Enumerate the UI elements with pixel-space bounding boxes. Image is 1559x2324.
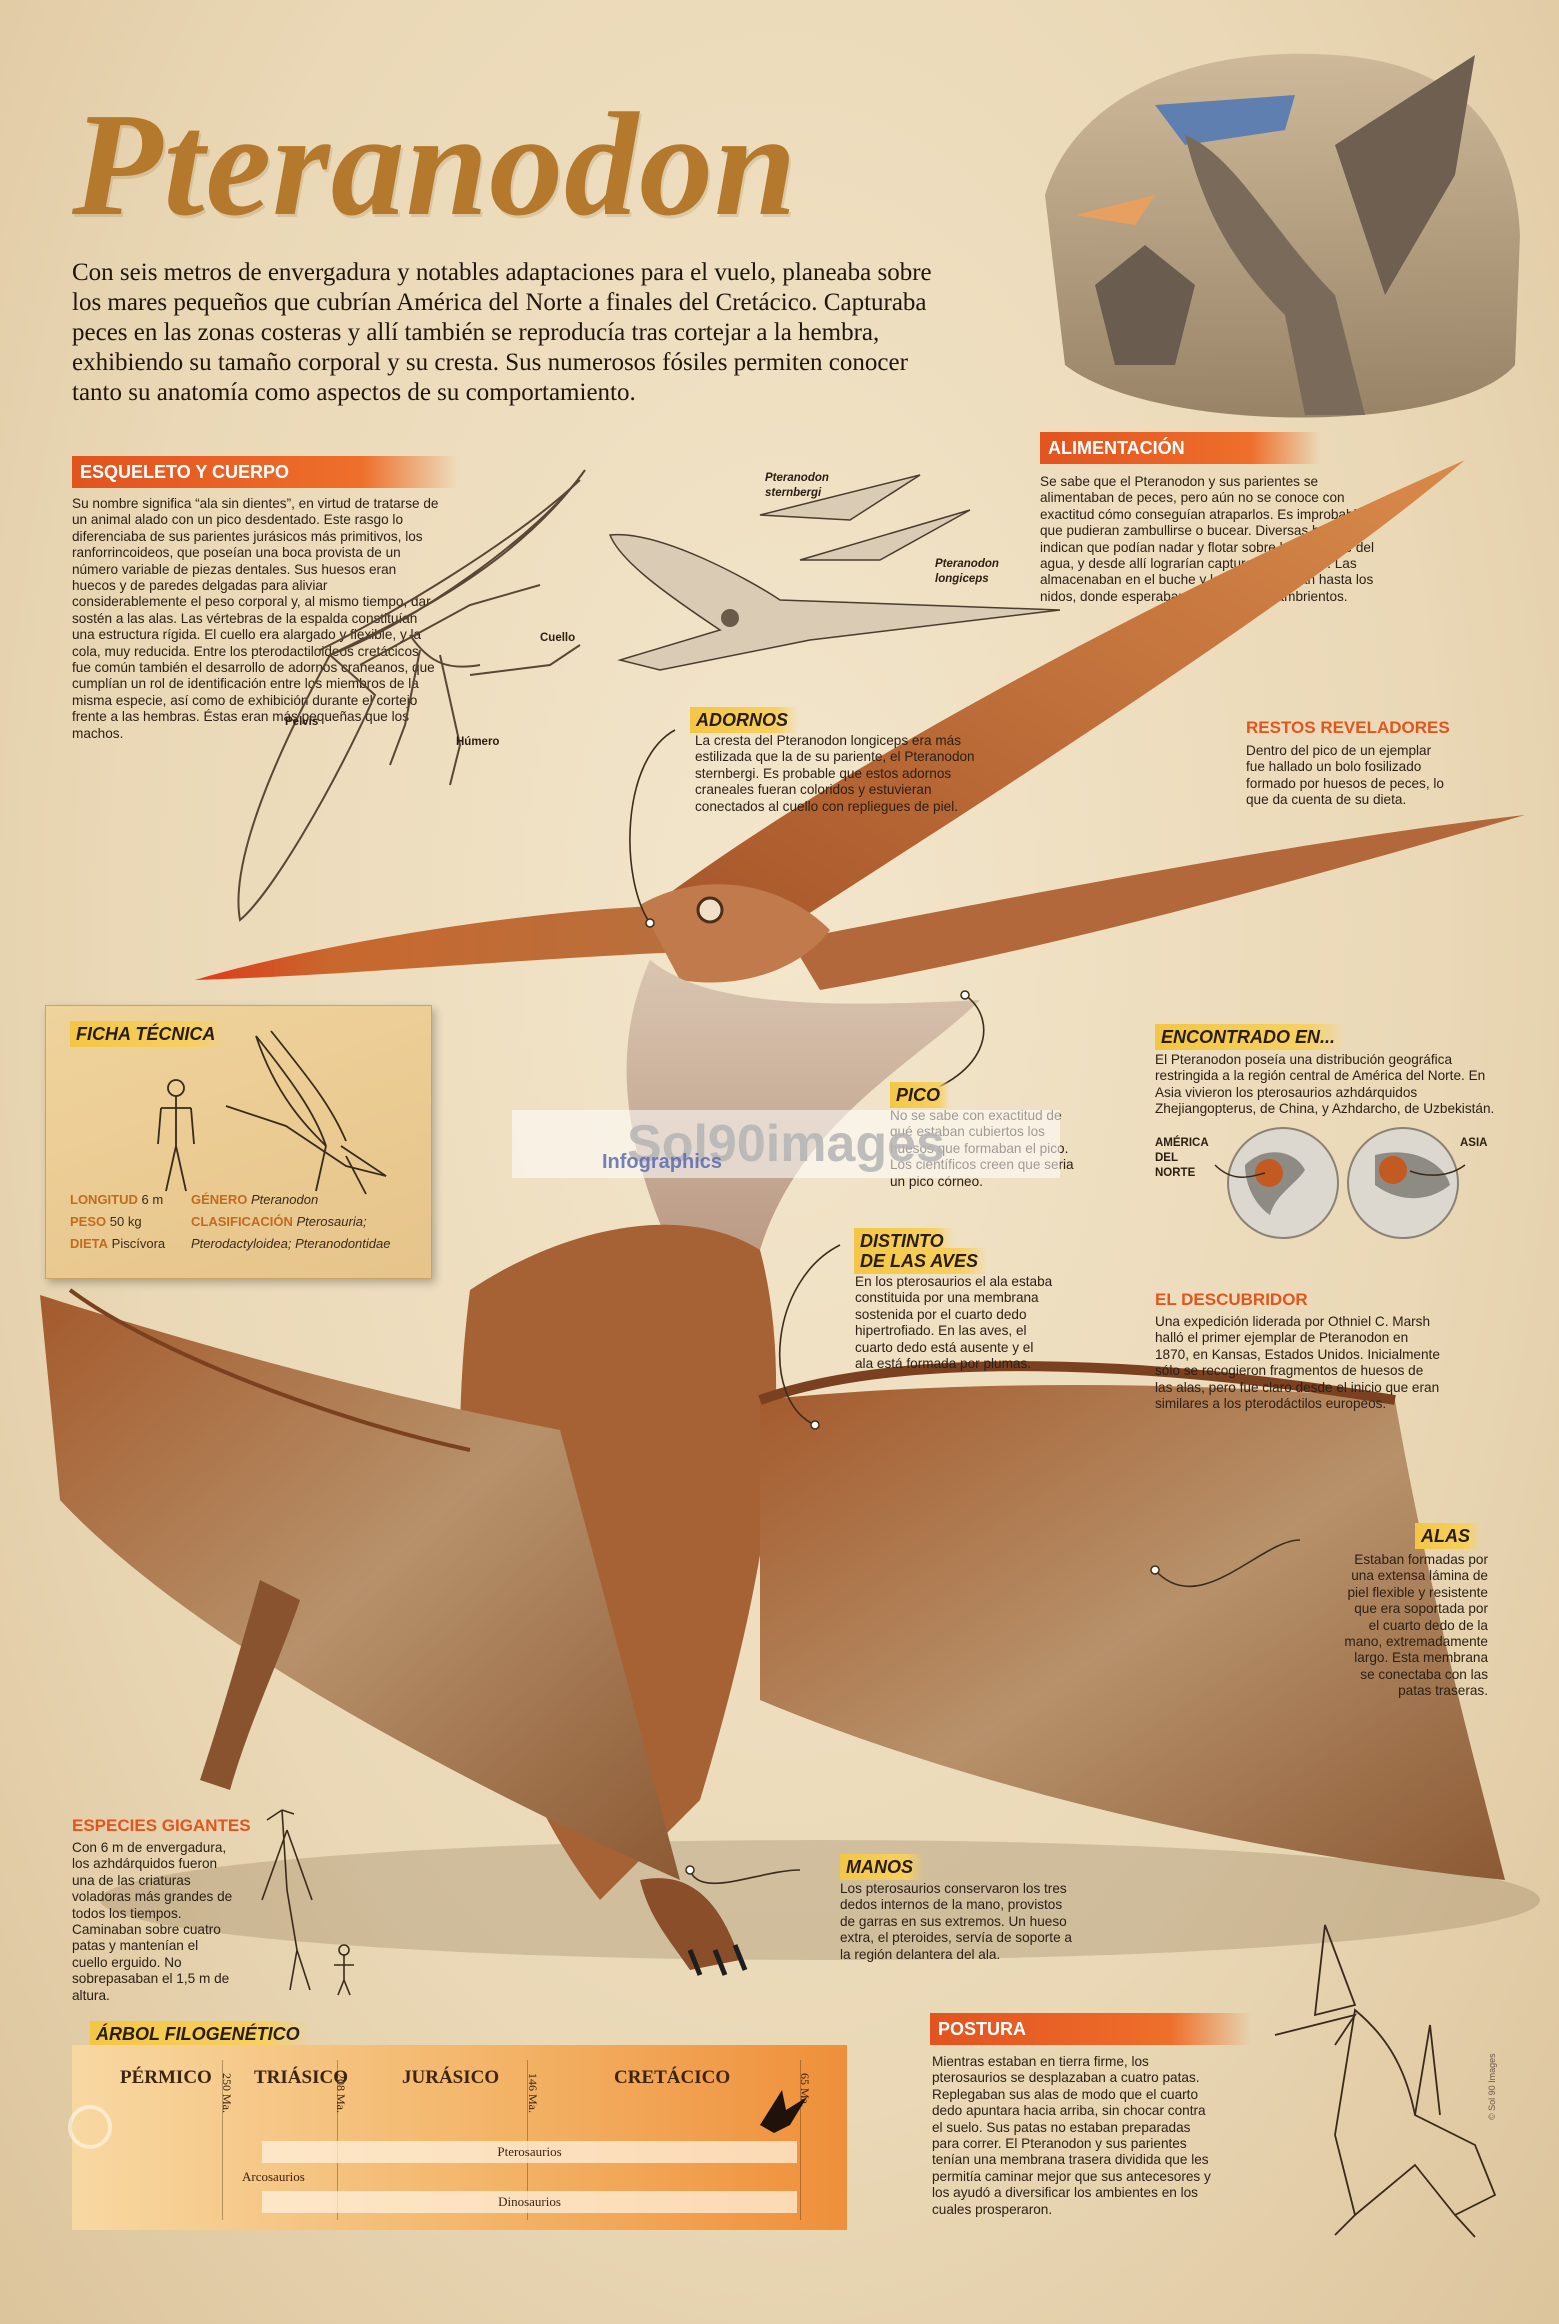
ficha-dieta: DIETA Piscívora (70, 1236, 166, 1251)
especies-heading: ESPECIES GIGANTES (72, 1816, 251, 1835)
era-cretacico: CRETÁCICO (614, 2067, 731, 2088)
distinto-text: En los pterosaurios el ala estaba consti… (855, 1274, 1053, 1372)
alas-text: Estaban formadas por una extensa lámina … (1344, 1552, 1488, 1699)
era-triasico: TRIÁSICO (254, 2067, 348, 2088)
era-permico: PÉRMICO (120, 2067, 212, 2088)
esqueleto-text: Su nombre significa “ala sin dientes”, e… (72, 496, 439, 741)
especies-text: Con 6 m de envergadura, los azhdárquidos… (72, 1840, 233, 2003)
label-america-3: NORTE (1155, 1167, 1196, 1179)
pteranodon-scene-illustration (1045, 53, 1520, 418)
ficha-peso: PESO 50 kg (70, 1214, 142, 1229)
page-title: Pteranodon (72, 83, 798, 247)
tree-origin-marker (68, 2105, 112, 2149)
descubridor-heading: EL DESCUBRIDOR (1155, 1290, 1308, 1309)
ficha-clasificacion: CLASIFICACIÓN Pterosauria; (191, 1214, 367, 1229)
pteranodon-silhouette-icon (760, 2090, 807, 2133)
label-asia: ASIA (1460, 1137, 1488, 1149)
bar-pterosaurios: Pterosaurios (262, 2141, 797, 2163)
manos-heading: MANOS (840, 1854, 923, 1880)
skull-illustrations (608, 474, 1061, 671)
distinto-heading-2: DE LAS AVES (854, 1248, 989, 1274)
label-america-2: DEL (1155, 1152, 1178, 1164)
pteranodon-sketch-icon (225, 1030, 387, 1195)
label-humero: Húmero (456, 736, 500, 748)
era-jurasico: JURÁSICO (402, 2067, 500, 2088)
label-sternbergi-genus: Pteranodon (765, 472, 829, 484)
ficha-clasificacion-2: Pterodactyloidea; Pteranodontidae (191, 1236, 391, 1251)
credit-text: © Sol 90 Images (1487, 2053, 1497, 2120)
phylogenetic-tree-chart: PÉRMICO TRIÁSICO JURÁSICO CRETÁCICO 250 … (68, 2045, 847, 2230)
globes-map (1214, 1127, 1466, 1239)
adornos-text: La cresta del Pteranodon longiceps era m… (695, 733, 975, 814)
label-longiceps-genus: Pteranodon (935, 558, 999, 570)
restos-text: Dentro del pico de un ejemplar fue halla… (1246, 743, 1444, 808)
postura-heading: POSTURA (930, 2013, 1251, 2045)
manos-text: Los pterosaurios conservaron los tres de… (840, 1881, 1072, 1962)
postura-text: Mientras estaban en tierra firme, los pt… (932, 2054, 1211, 2217)
alas-heading: ALAS (1415, 1523, 1480, 1549)
pico-heading: PICO (890, 1082, 951, 1108)
ficha-tecnica-card: FICHA TÉCNICA LONGITUD 6 m PESO 50 kg DI… (45, 1005, 432, 1279)
skeleton-drawing (237, 469, 586, 922)
alimentacion-heading: ALIMENTACIÓN (1040, 432, 1321, 464)
encontrado-text: El Pteranodon poseía una distribución ge… (1155, 1052, 1495, 1117)
esqueleto-heading: ESQUELETO Y CUERPO (72, 456, 458, 488)
bar-arcosaurios: Arcosaurios (242, 2169, 305, 2184)
watermark: Sol90images Infographics (512, 1110, 1060, 1178)
bar-dinosaurios: Dinosaurios (262, 2191, 797, 2213)
posture-sketch (1274, 1924, 1497, 2238)
human-silhouette-icon (157, 1079, 195, 1192)
label-cuello: Cuello (540, 632, 576, 644)
arbol-heading: ÁRBOL FILOGENÉTICO (90, 2021, 310, 2047)
label-pelvis: Pelvis (285, 716, 319, 728)
label-america-1: AMÉRICA (1155, 1137, 1209, 1149)
age-208: 208 Ma. (334, 2073, 348, 2113)
descubridor-text: Una expedición liderada por Othniel C. M… (1155, 1314, 1440, 1412)
label-sternbergi-species: sternbergi (765, 487, 822, 499)
adornos-heading: ADORNOS (690, 707, 799, 733)
ficha-heading: FICHA TÉCNICA (70, 1021, 226, 1047)
restos-heading: RESTOS REVELADORES (1246, 718, 1450, 737)
azhdarchid-sketch (261, 1809, 354, 1996)
ficha-longitud: LONGITUD 6 m (70, 1192, 164, 1207)
encontrado-heading: ENCONTRADO EN... (1155, 1024, 1346, 1050)
ficha-genero: GÉNERO Pteranodon (191, 1192, 319, 1207)
intro-text: Con seis metros de envergadura y notable… (72, 259, 932, 406)
label-longiceps-species: longiceps (935, 573, 989, 585)
